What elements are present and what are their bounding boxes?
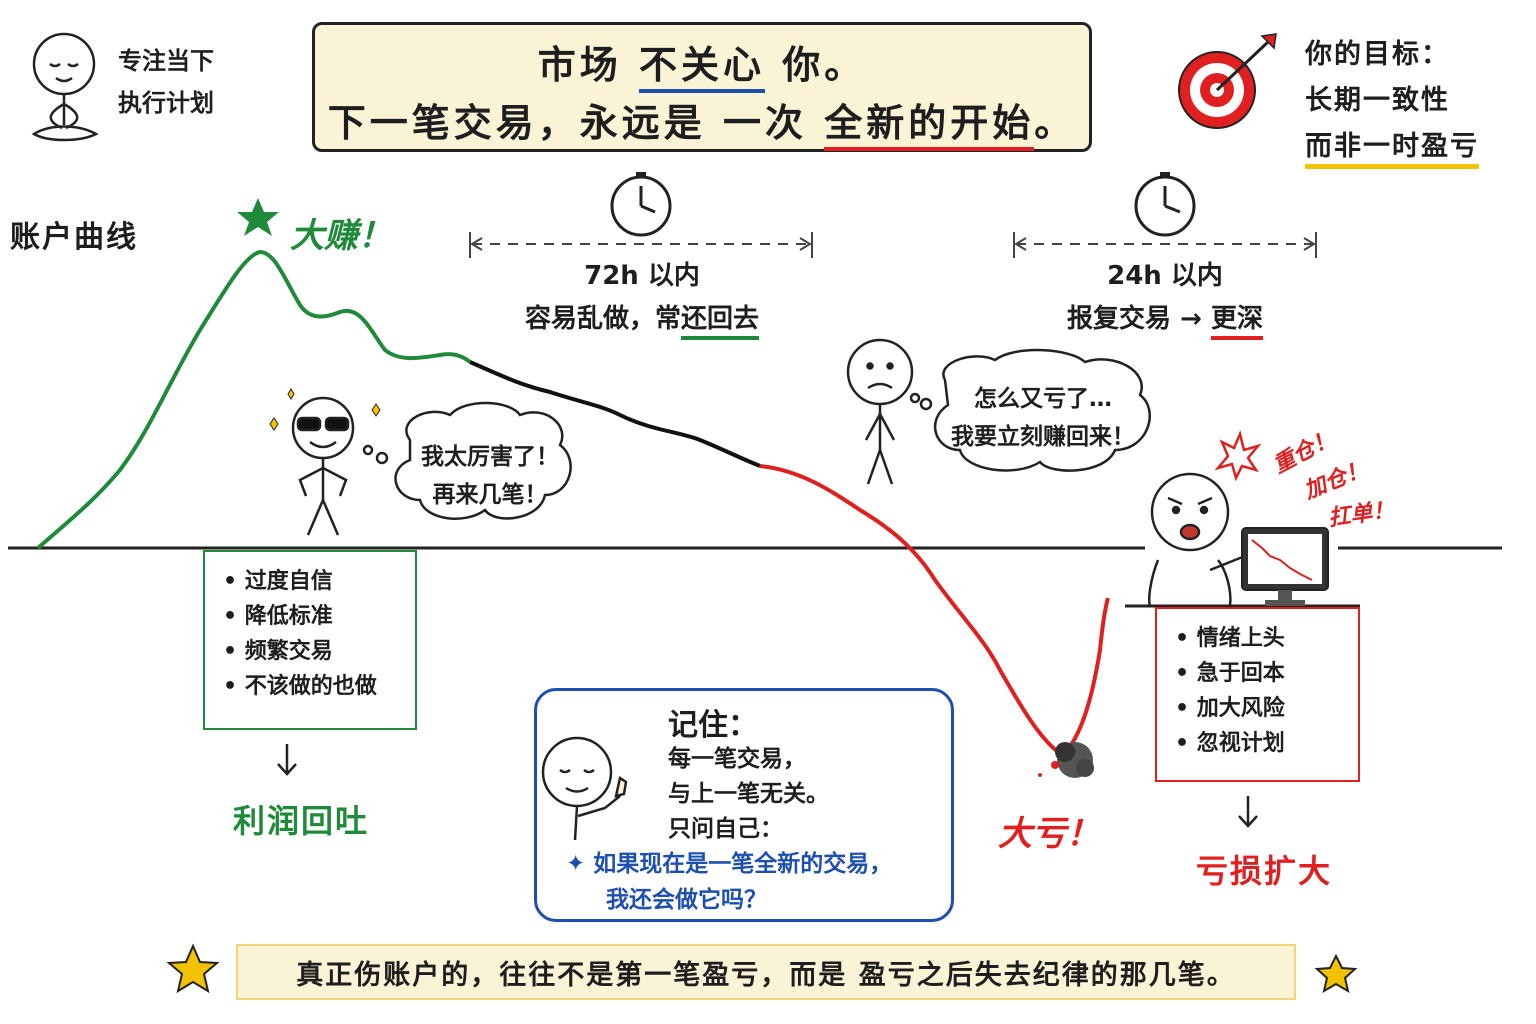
- header-line2-highlight: 全新的开始: [824, 101, 1035, 151]
- thought-bubble-confident: [394, 401, 572, 520]
- header-line1-highlight: 不关心: [638, 43, 765, 93]
- remember-question: ✦ 如果现在是一笔全新的交易， 我还会做它吗？: [566, 846, 892, 918]
- remember-line-2: 与上一笔无关。: [668, 781, 829, 807]
- account-curve-label: 账户曲线: [10, 220, 138, 255]
- overconfidence-item: • 频繁交易: [223, 639, 333, 664]
- emotional-item: • 忽视计划: [1175, 731, 1285, 756]
- arrow-down-icon: [1238, 796, 1258, 828]
- overconfidence-item: • 不该做的也做: [223, 674, 377, 699]
- star-icon: [166, 943, 220, 994]
- emotional-item: • 急于回本: [1175, 661, 1285, 686]
- angry-trader-icon: [1148, 472, 1246, 608]
- remember-title: 记住：: [668, 708, 758, 743]
- window-72h-desc: 容易乱做，常还回去: [470, 298, 814, 340]
- overconfidence-box: • 过度自信 • 降低标准 • 频繁交易 • 不该做的也做: [203, 550, 417, 730]
- window-24h-desc-a: 报复交易 →: [1067, 304, 1202, 334]
- goal-note: 你的目标： 长期一致性 而非一时盈亏: [1305, 32, 1479, 170]
- calm-figure-thumbs-up-icon: [541, 736, 628, 841]
- star-icon: [1314, 953, 1358, 994]
- equity-curve-drawdown: [759, 464, 1110, 757]
- header-line-1: 市场 不关心 你。: [312, 34, 1092, 93]
- header-banner: [312, 22, 1092, 152]
- remember-question-line-2: 我还会做它吗？: [606, 887, 767, 913]
- remember-box: [534, 688, 954, 922]
- header-line1-part-a: 市场: [537, 43, 622, 87]
- bubble-confident-line-2: 再来几笔！: [432, 482, 548, 508]
- emotional-result: 亏损扩大: [1196, 852, 1333, 890]
- focus-line-2: 执行计划: [118, 89, 214, 117]
- equity-curve-rise: [36, 250, 472, 550]
- bottom-message: 真正伤账户的，往往不是第一笔盈亏，而是 盈亏之后失去纪律的那几笔。: [296, 960, 1236, 991]
- bubble-sad-line-1: 怎么又亏了…: [974, 386, 1112, 412]
- emotional-box: • 情绪上头 • 急于回本 • 加大风险 • 忽视计划: [1155, 607, 1360, 782]
- remember-question-line-1: ✦ 如果现在是一笔全新的交易，: [566, 851, 893, 877]
- explosion-icon: [1038, 742, 1094, 778]
- sad-figure-icon: [846, 338, 933, 485]
- clock-icon: [1134, 172, 1196, 237]
- arrow-down-icon: [277, 744, 297, 776]
- bubble-confident-line-1: 我太厉害了！: [421, 444, 559, 470]
- header-line-2: 下一笔交易，永远是 一次 全新的开始。: [312, 92, 1092, 151]
- remember-line-3: 只问自己：: [668, 816, 783, 842]
- big-loss-label: 大亏！: [998, 814, 1100, 854]
- window-72h-desc-b: 还回去: [681, 304, 760, 340]
- bubble-sad-line-2: 我要立刻赚回来！: [951, 424, 1135, 450]
- goal-line-2: 长期一致性: [1305, 85, 1450, 116]
- thought-bubble-sad: [933, 348, 1151, 472]
- window-24h-desc: 报复交易 → 更深: [1014, 298, 1316, 340]
- emotional-item: • 情绪上头: [1175, 626, 1285, 651]
- clock-icon: [610, 172, 672, 237]
- meditating-figure-icon: [31, 32, 99, 142]
- header-line2-part-a: 下一笔交易，永远是 一次: [327, 101, 807, 145]
- computer-monitor-icon: [1241, 527, 1329, 606]
- bubble-sad-text: 怎么又亏了… 我要立刻赚回来！: [938, 380, 1148, 456]
- peak-label: 大赚！: [290, 216, 392, 256]
- overconfidence-item: • 降低标准: [223, 604, 333, 629]
- overconfidence-result: 利润回吐: [233, 802, 370, 840]
- header-line2-part-c: 。: [1034, 101, 1077, 145]
- remember-line-1: 每一笔交易，: [668, 746, 806, 772]
- star-icon: [237, 198, 279, 236]
- bottom-banner: [236, 944, 1296, 1000]
- focus-note: 专注当下 执行计划: [118, 40, 214, 124]
- window-24h-range: [1013, 232, 1317, 258]
- overconfidence-item: • 过度自信: [223, 569, 333, 594]
- window-72h-title: 72h 以内: [584, 261, 700, 291]
- emotional-item: • 加大风险: [1175, 696, 1285, 721]
- window-24h-title: 24h 以内: [1107, 261, 1223, 291]
- anger-burst-icon: [1214, 430, 1262, 482]
- goal-line-3: 而非一时盈亏: [1305, 131, 1479, 169]
- remember-lines: 每一笔交易， 与上一笔无关。 只问自己：: [668, 742, 829, 847]
- focus-line-1: 专注当下: [118, 47, 214, 75]
- goal-line-1: 你的目标：: [1305, 39, 1450, 70]
- equity-curve-descent: [469, 360, 761, 468]
- window-72h-desc-a: 容易乱做，常: [524, 304, 681, 334]
- sunglasses-figure-icon: [269, 388, 389, 536]
- window-24h-desc-b: 更深: [1210, 304, 1263, 340]
- bubble-confident-text: 我太厉害了！ 再来几笔！: [405, 438, 575, 514]
- header-line1-part-c: 你。: [782, 43, 867, 87]
- target-icon: [1178, 33, 1277, 129]
- window-72h-range: [469, 232, 813, 258]
